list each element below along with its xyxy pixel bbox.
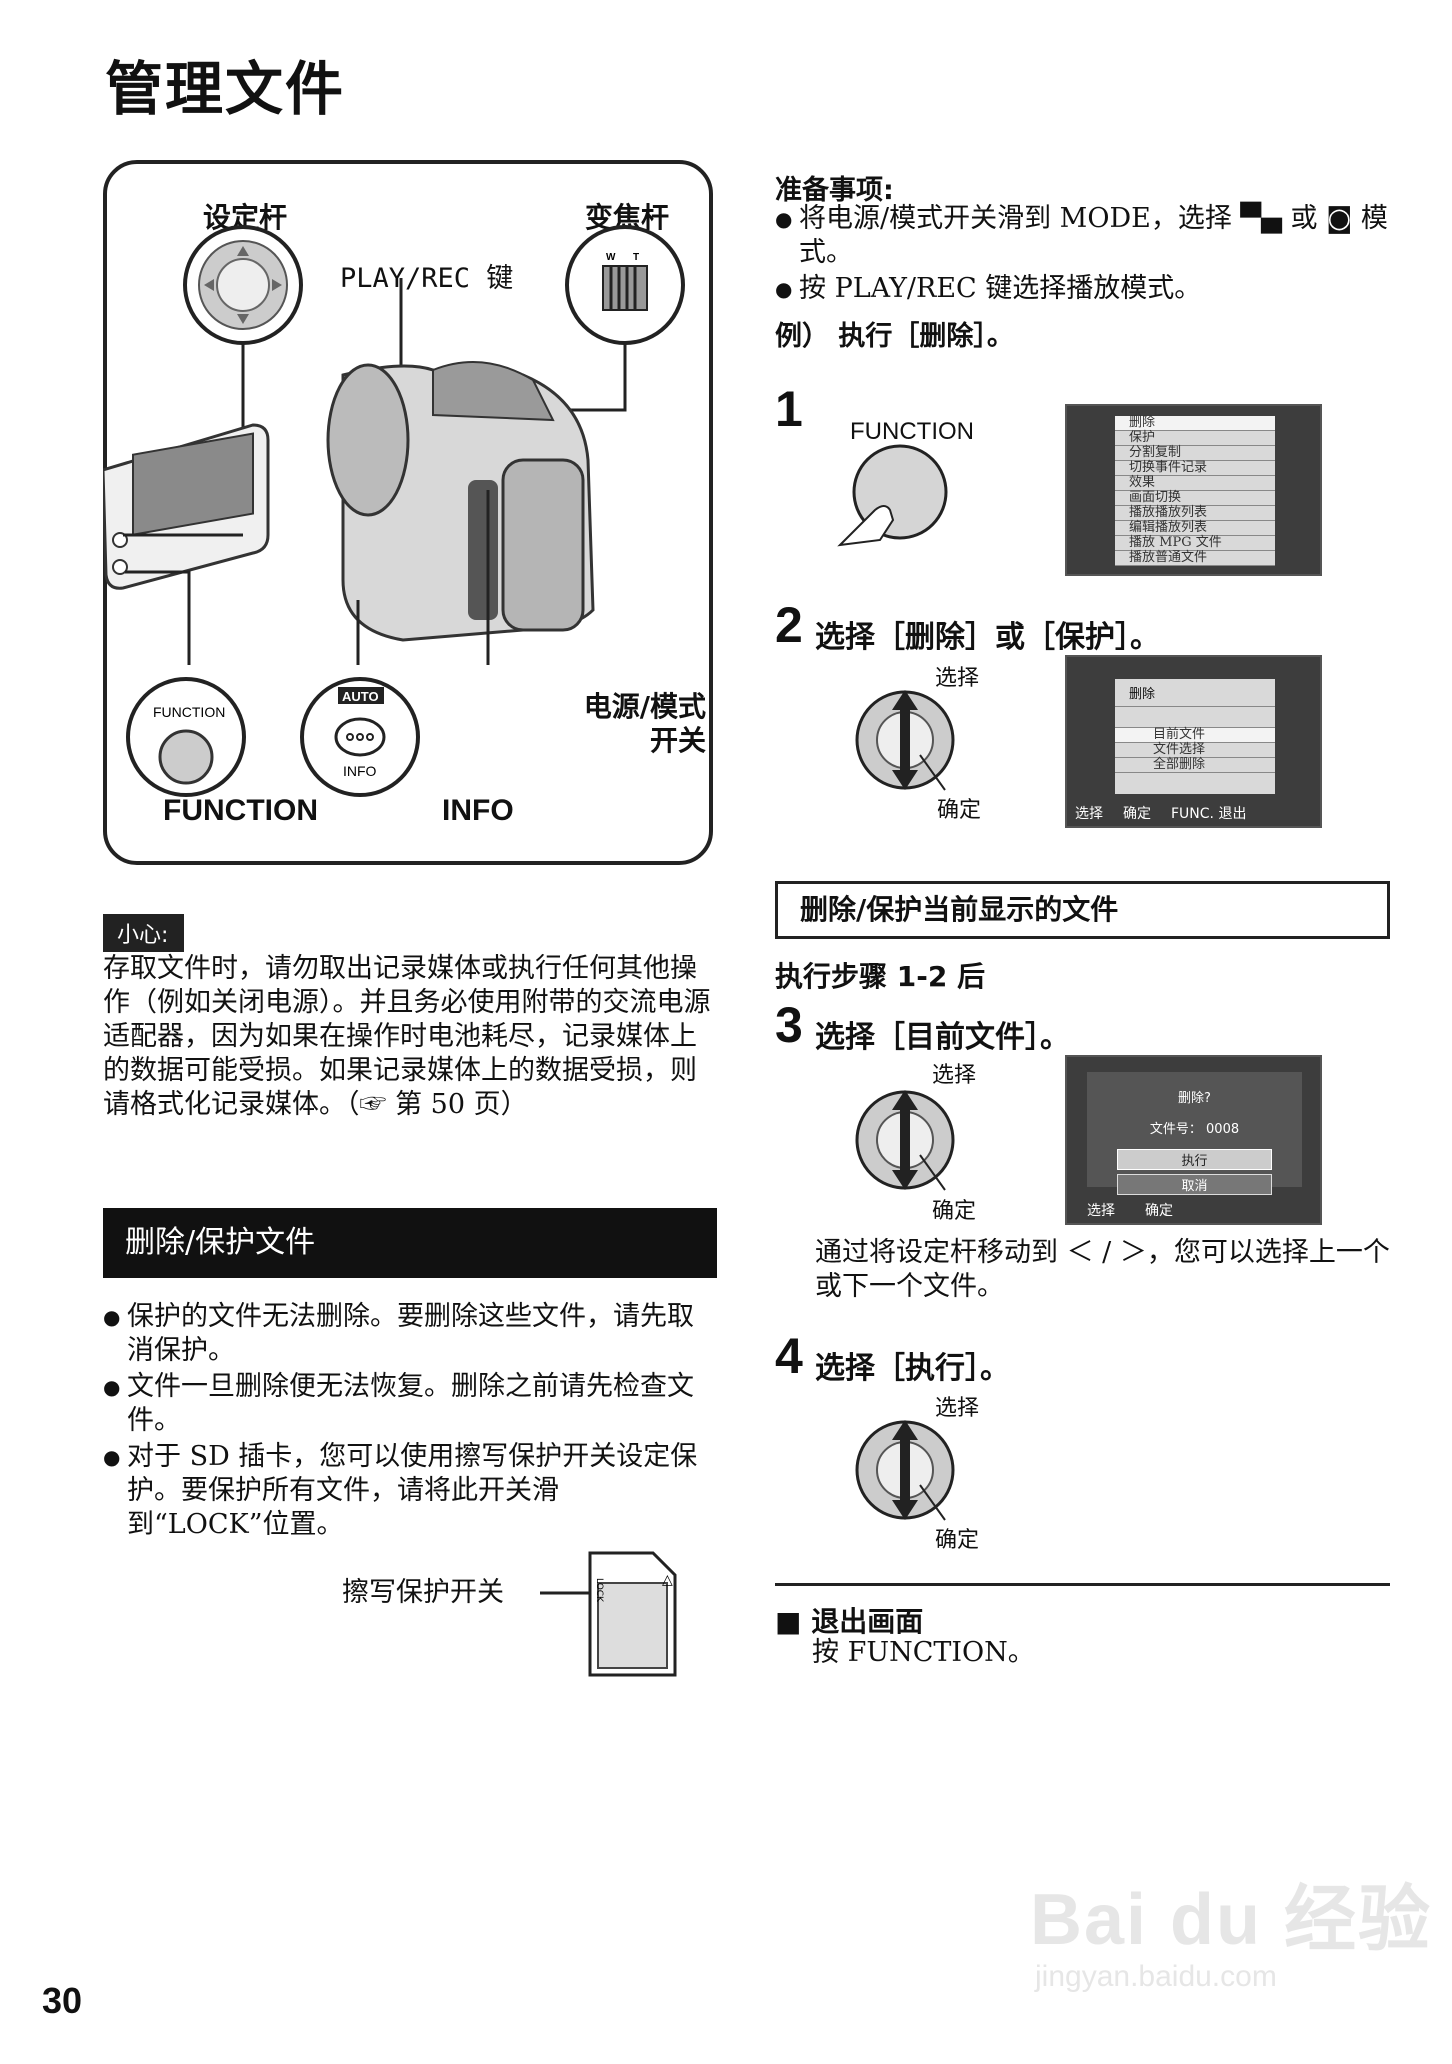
step-4-number: 4 — [775, 1328, 803, 1384]
sd-switch-label: 擦写保护开关 — [342, 1577, 504, 1608]
exit-text: 按 FUNCTION。 — [812, 1637, 1035, 1668]
caution-tag: 小心: — [103, 914, 185, 952]
svg-text:FUNCTION: FUNCTION — [153, 704, 225, 720]
subsection-header: 删除/保护当前显示的文件 — [775, 881, 1390, 939]
step-2-select-label: 选择 — [935, 666, 980, 691]
delete-dialog: 删除? 文件号： 0008 执行 取消 — [1087, 1072, 1302, 1195]
set-lever-icon — [183, 225, 303, 345]
section-delete-header: 删除/保护文件 — [103, 1208, 717, 1278]
menu-item[interactable]: 删除 — [1115, 416, 1275, 431]
delete-bullet-3: 对于 SD 插卡，您可以使用擦写保护开关设定保护。要保护所有文件，请将此开关滑到… — [103, 1440, 715, 1542]
lcd-panel — [103, 423, 270, 590]
step-4-text: 选择［执行］。 — [815, 1351, 1010, 1386]
page-number: 30 — [42, 1980, 83, 2021]
example-line: 例） 执行［删除］。 — [775, 321, 1014, 352]
footer-select: 选择 — [1087, 1203, 1115, 1219]
sd-card-icon: △ LOCK — [540, 1551, 677, 1677]
playrec-label: PLAY/REC 键 — [340, 263, 514, 294]
menu-item-all[interactable]: 全部删除 — [1115, 758, 1275, 773]
set-lever-updown-icon — [855, 1420, 955, 1521]
delete-bullet-2: 文件一旦删除便无法恢复。删除之前请先检查文件。 — [103, 1370, 715, 1438]
power-mode-label: 电源/模式 开关 — [583, 690, 706, 757]
menu-item[interactable]: 保护 — [1115, 431, 1275, 446]
step-3-text: 选择［目前文件］。 — [815, 1020, 1070, 1055]
step-1-menu-screen: 删除 保护 分割复制 切换事件记录 效果 画面切换 播放播放列表 编辑播放列表 … — [1065, 404, 1322, 576]
step-4-select-label: 选择 — [935, 1396, 980, 1421]
menu-item-current[interactable]: 目前文件 — [1115, 728, 1275, 743]
step-2-text: 选择［删除］或［保护］。 — [815, 620, 1160, 655]
footer-select: 选择 — [1075, 806, 1103, 822]
svg-text:△: △ — [662, 1572, 673, 1588]
menu-item[interactable]: 画面切换 — [1115, 491, 1275, 506]
footer-exit: FUNC. 退出 — [1171, 806, 1247, 822]
delete-menu-title: 删除 — [1115, 679, 1275, 707]
svg-text:T: T — [633, 252, 639, 263]
step-2-delete-screen: 删除 目前文件 文件选择 全部删除 选择 确定 FUNC. 退出 — [1065, 655, 1322, 828]
camera-illustration: W T FUNCTION AUTO INFO — [103, 225, 685, 797]
page-title: 管理文件 — [105, 55, 346, 123]
zoom-lever-icon: W T — [565, 225, 685, 345]
exec-button[interactable]: 执行 — [1117, 1149, 1272, 1170]
step-2-confirm-label: 确定 — [937, 798, 982, 823]
info-button-icon: AUTO INFO — [300, 677, 420, 797]
menu-item-select[interactable]: 文件选择 — [1115, 743, 1275, 758]
step-1-function-label: FUNCTION — [850, 418, 974, 445]
step-1-number: 1 — [775, 381, 803, 437]
menu-item[interactable]: 播放 MPG 文件 — [1115, 536, 1275, 551]
delete-bullet-1: 保护的文件无法删除。要删除这些文件，请先取消保护。 — [103, 1300, 715, 1368]
footer-confirm: 确定 — [1123, 806, 1151, 822]
menu-item[interactable]: 播放播放列表 — [1115, 506, 1275, 521]
step-3-note: 通过将设定杆移动到 ＜ / ＞，您可以选择上一个或下一个文件。 — [815, 1237, 1390, 1302]
footer-confirm: 确定 — [1145, 1203, 1173, 1219]
function-button-icon: FUNCTION — [126, 677, 246, 797]
watermark-brand: Bai du 经验 — [1030, 1880, 1433, 1960]
set-lever-updown-icon — [855, 690, 955, 791]
menu-item[interactable]: 播放普通文件 — [1115, 551, 1275, 566]
caution-text: 存取文件时，请勿取出记录媒体或执行任何其他操作（例如关闭电源）。并且务必使用附带… — [103, 953, 711, 1120]
set-lever-updown-icon — [855, 1090, 955, 1191]
camera-body — [326, 361, 595, 642]
delete-bullets: 保护的文件无法删除。要删除这些文件，请先取消保护。 文件一旦删除便无法恢复。删除… — [103, 1300, 715, 1544]
svg-text:LOCK: LOCK — [594, 1578, 604, 1603]
prep-heading: 准备事项: — [775, 175, 894, 206]
step-3-select-label: 选择 — [932, 1063, 977, 1088]
prep-bullet-2: 按 PLAY/REC 键选择播放模式。 — [775, 272, 1395, 306]
after-steps-line: 执行步骤 1-2 后 — [775, 960, 986, 993]
dialog-title: 删除? — [1178, 1091, 1211, 1106]
info-label: INFO — [442, 794, 514, 827]
prep-bullets: 将电源/模式开关滑到 MODE，选择 ▀▄ 或 ◙ 模式。 按 PLAY/REC… — [775, 202, 1395, 308]
function-button-press-icon — [837, 444, 948, 547]
watermark-url: jingyan.baidu.com — [1035, 1960, 1277, 1993]
step-2-number: 2 — [775, 597, 803, 653]
step-3-confirm-screen: 删除? 文件号： 0008 执行 取消 选择 确定 — [1065, 1055, 1322, 1225]
step-3-number: 3 — [775, 997, 803, 1053]
prep-bullet-1: 将电源/模式开关滑到 MODE，选择 ▀▄ 或 ◙ 模式。 — [775, 202, 1395, 270]
menu-item[interactable]: 编辑播放列表 — [1115, 521, 1275, 536]
function-label: FUNCTION — [163, 794, 318, 827]
step-1-menu-list: 删除 保护 分割复制 切换事件记录 效果 画面切换 播放播放列表 编辑播放列表 … — [1115, 416, 1275, 566]
menu-item[interactable]: 切换事件记录 — [1115, 461, 1275, 476]
menu-item[interactable]: 效果 — [1115, 476, 1275, 491]
divider — [775, 1583, 1390, 1586]
step-4-confirm-label: 确定 — [935, 1528, 980, 1553]
exit-heading: ■ 退出画面 — [775, 1605, 924, 1638]
cancel-button[interactable]: 取消 — [1117, 1174, 1272, 1195]
step-2-screen-footer: 选择 确定 FUNC. 退出 — [1075, 803, 1320, 823]
step-3-confirm-label: 确定 — [932, 1199, 977, 1224]
svg-text:AUTO: AUTO — [342, 689, 379, 704]
dialog-file-no: 文件号： 0008 — [1149, 1122, 1240, 1137]
svg-text:INFO: INFO — [343, 763, 377, 779]
menu-item[interactable]: 分割复制 — [1115, 446, 1275, 461]
step-3-screen-footer: 选择 确定 — [1087, 1200, 1173, 1220]
svg-text:W: W — [606, 252, 616, 263]
